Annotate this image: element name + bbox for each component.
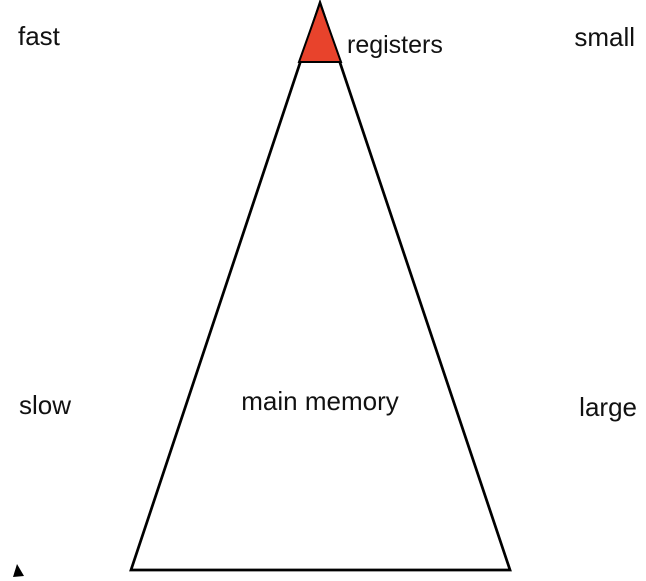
label-large: large: [579, 392, 637, 422]
label-slow: slow: [19, 390, 72, 420]
registers-cap-triangle: [297, 0, 343, 63]
label-fast: fast: [18, 21, 60, 51]
pyramid-triangle: [129, 0, 512, 572]
label-small: small: [574, 22, 635, 52]
label-main-memory: main memory: [241, 386, 399, 416]
label-registers: registers: [347, 31, 443, 59]
axis-arrowhead-icon: [13, 564, 24, 577]
